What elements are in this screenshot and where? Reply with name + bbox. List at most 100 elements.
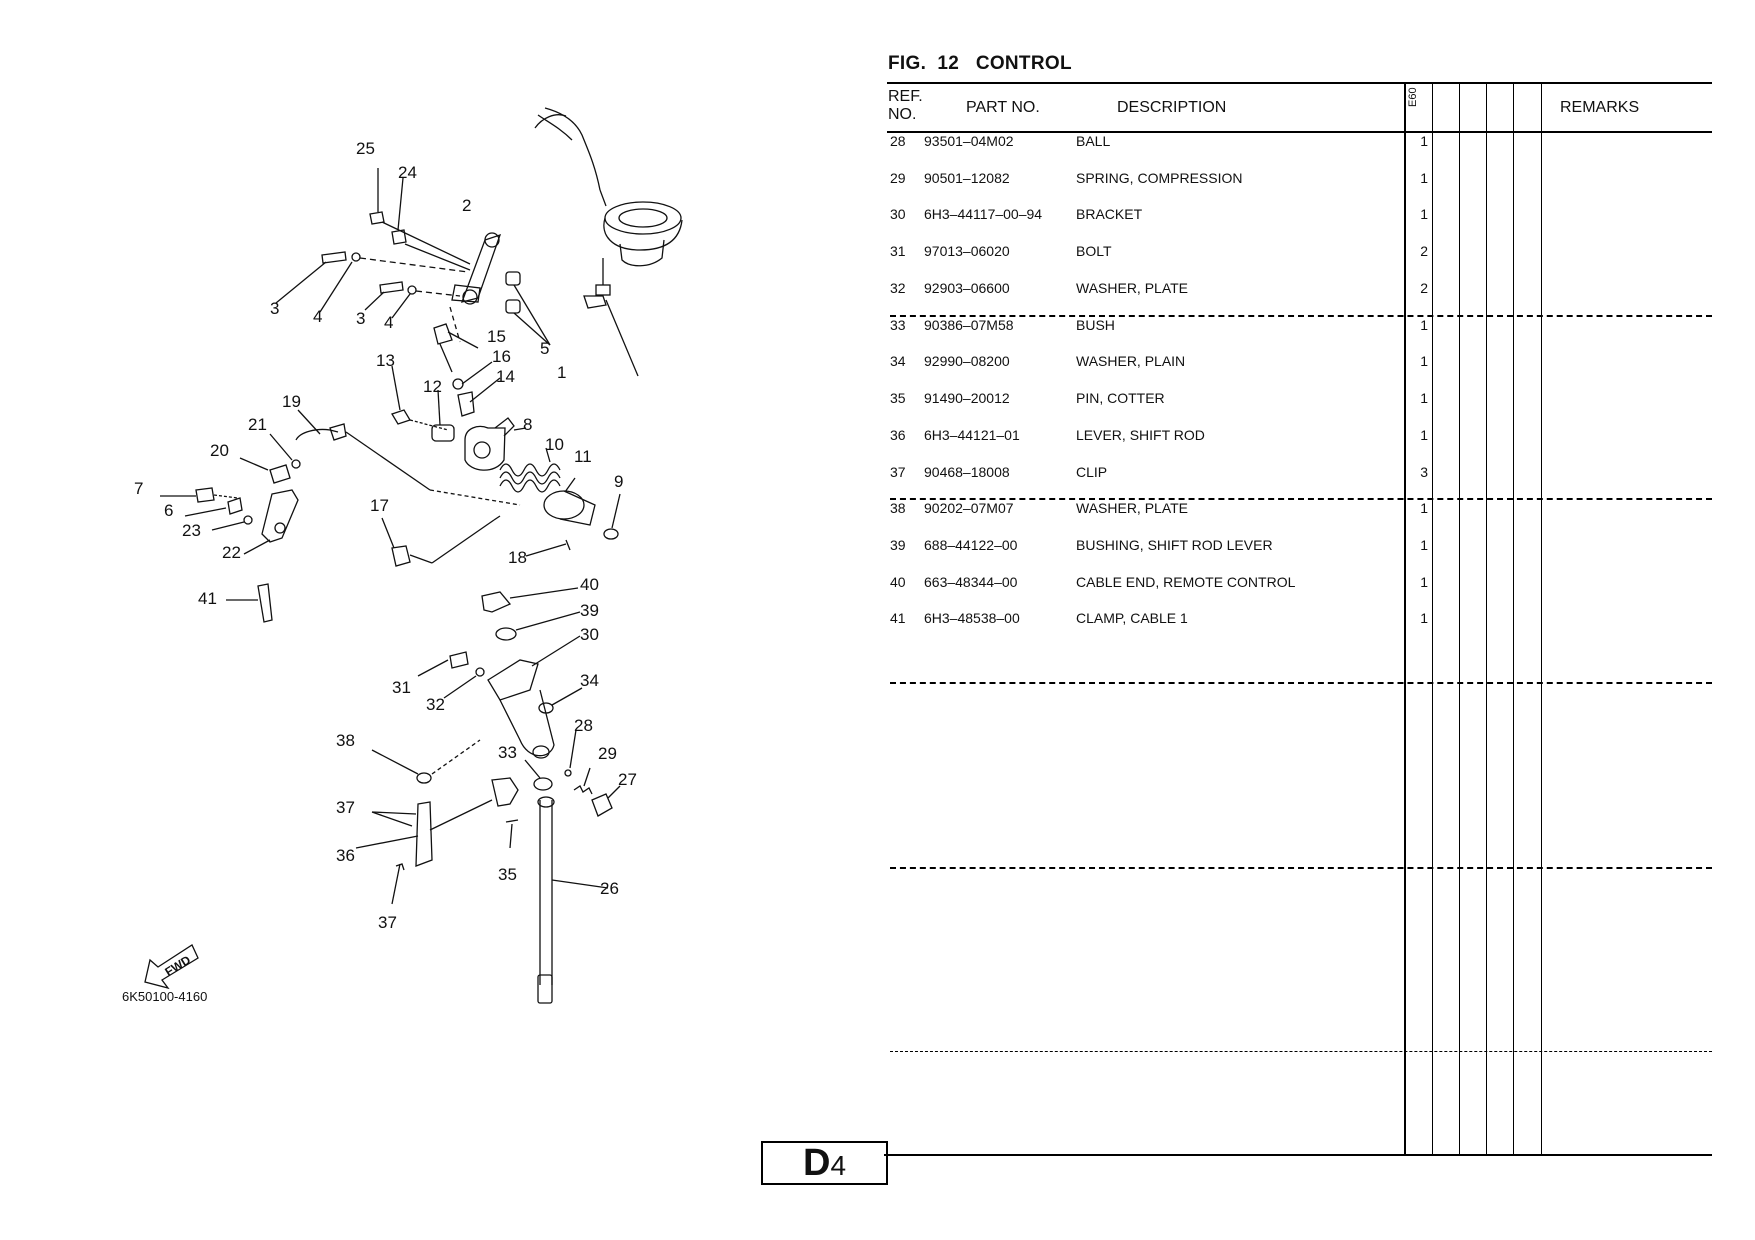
description: CLAMP, CABLE 1 xyxy=(1076,610,1188,626)
callout-39: 39 xyxy=(580,601,599,620)
figure-label: FIG. xyxy=(888,53,927,74)
callout-34: 34 xyxy=(580,671,599,690)
callout-8: 8 xyxy=(523,415,532,434)
description: BRACKET xyxy=(1076,206,1143,222)
table-bottom-rule xyxy=(884,1154,1712,1156)
callout-37: 37 xyxy=(336,798,355,817)
part-number: 90501–12082 xyxy=(924,170,1010,186)
ref-no: 30 xyxy=(890,206,906,222)
part-number: 663–48344–00 xyxy=(924,574,1018,590)
callout-30: 30 xyxy=(580,625,599,644)
callout-27: 27 xyxy=(618,770,637,789)
ref-no: 32 xyxy=(890,280,906,296)
callout-11: 11 xyxy=(574,447,592,466)
part-number: 6H3–44121–01 xyxy=(924,427,1020,443)
callout-10: 10 xyxy=(545,435,564,454)
callout-28: 28 xyxy=(574,716,593,735)
callout-26: 26 xyxy=(600,879,619,898)
group-separator xyxy=(890,498,1712,500)
part-number: 90202–07M07 xyxy=(924,500,1014,516)
quantity: 1 xyxy=(1420,610,1428,626)
quantity: 1 xyxy=(1420,537,1428,553)
column-divider xyxy=(1541,82,1542,1155)
description: WASHER, PLATE xyxy=(1076,500,1189,516)
group-separator xyxy=(890,867,1712,869)
part-number: 92990–08200 xyxy=(924,353,1010,369)
callout-29: 29 xyxy=(598,744,617,763)
ref-no: 38 xyxy=(890,500,906,516)
quantity: 3 xyxy=(1420,464,1428,480)
callout-15: 15 xyxy=(487,327,506,346)
column-divider xyxy=(1432,82,1433,1155)
page-number: 4 xyxy=(830,1150,847,1181)
quantity: 1 xyxy=(1420,390,1428,406)
description: CLIP xyxy=(1076,464,1108,480)
quantity: 1 xyxy=(1420,353,1428,369)
callout-38: 38 xyxy=(336,731,355,750)
callout-14: 14 xyxy=(496,367,515,386)
ref-no: 41 xyxy=(890,610,906,626)
part-number: 92903–06600 xyxy=(924,280,1010,296)
callout-17: 17 xyxy=(370,496,389,515)
callout-4: 4 xyxy=(313,307,322,326)
part-number: 91490–20012 xyxy=(924,390,1010,406)
group-separator xyxy=(890,1051,1712,1052)
part-number: 90386–07M58 xyxy=(924,317,1014,333)
callout-5: 5 xyxy=(540,339,549,358)
header-bottom-rule xyxy=(887,131,1712,133)
ref-no: 31 xyxy=(890,243,906,259)
callout-18: 18 xyxy=(508,548,527,567)
callout-23: 23 xyxy=(182,521,201,540)
group-separator xyxy=(890,315,1712,317)
header-model-e60: E60 xyxy=(1407,87,1419,107)
part-number: 688–44122–00 xyxy=(924,537,1018,553)
description: BALL xyxy=(1076,133,1111,149)
callout-35: 35 xyxy=(498,865,517,884)
description: WASHER, PLAIN xyxy=(1076,353,1186,369)
quantity: 2 xyxy=(1420,243,1428,259)
header-remarks: REMARKS xyxy=(1560,99,1640,116)
header-part-no: PART NO. xyxy=(966,99,1040,116)
ref-no: 39 xyxy=(890,537,906,553)
callout-2: 2 xyxy=(462,196,471,215)
diagram-code: 6K50100-4160 xyxy=(122,989,207,1004)
callout-25: 25 xyxy=(356,139,375,158)
callout-33: 33 xyxy=(498,743,517,762)
column-divider xyxy=(1486,82,1487,1155)
callout-6: 6 xyxy=(164,501,173,520)
callout-12: 12 xyxy=(423,377,442,396)
quantity: 1 xyxy=(1420,133,1428,149)
page-indicator: D4 xyxy=(761,1141,888,1185)
ref-no: 33 xyxy=(890,317,906,333)
figure-name: CONTROL xyxy=(975,53,1072,74)
description: WASHER, PLATE xyxy=(1076,280,1189,296)
callout-37: 37 xyxy=(378,913,397,932)
part-number: 90468–18008 xyxy=(924,464,1010,480)
callout-20: 20 xyxy=(210,441,229,460)
callout-32: 32 xyxy=(426,695,445,714)
part-number: 97013–06020 xyxy=(924,243,1010,259)
figure-title: FIG. 12 CONTROL xyxy=(888,53,1072,75)
quantity: 2 xyxy=(1420,280,1428,296)
part-number: 6H3–48538–00 xyxy=(924,610,1020,626)
callout-3: 3 xyxy=(270,299,279,318)
header-ref: REF. NO. xyxy=(888,88,923,123)
part-number: 93501–04M02 xyxy=(924,133,1014,149)
callout-24: 24 xyxy=(398,163,417,182)
ref-no: 35 xyxy=(890,390,906,406)
callout-41: 41 xyxy=(198,589,217,608)
callout-13: 13 xyxy=(376,351,395,370)
ref-no: 28 xyxy=(890,133,906,149)
ref-no: 37 xyxy=(890,464,906,480)
fwd-label: FWD xyxy=(162,953,193,980)
description: CABLE END, REMOTE CONTROL xyxy=(1076,574,1296,590)
part-number: 6H3–44117–00–94 xyxy=(924,206,1043,222)
callout-3: 3 xyxy=(356,309,365,328)
callout-40: 40 xyxy=(580,575,599,594)
callout-19: 19 xyxy=(282,392,301,411)
ref-no: 40 xyxy=(890,574,906,590)
quantity: 1 xyxy=(1420,427,1428,443)
figure-number: 12 xyxy=(937,53,960,74)
column-divider xyxy=(1459,82,1460,1155)
callout-9: 9 xyxy=(614,472,623,491)
